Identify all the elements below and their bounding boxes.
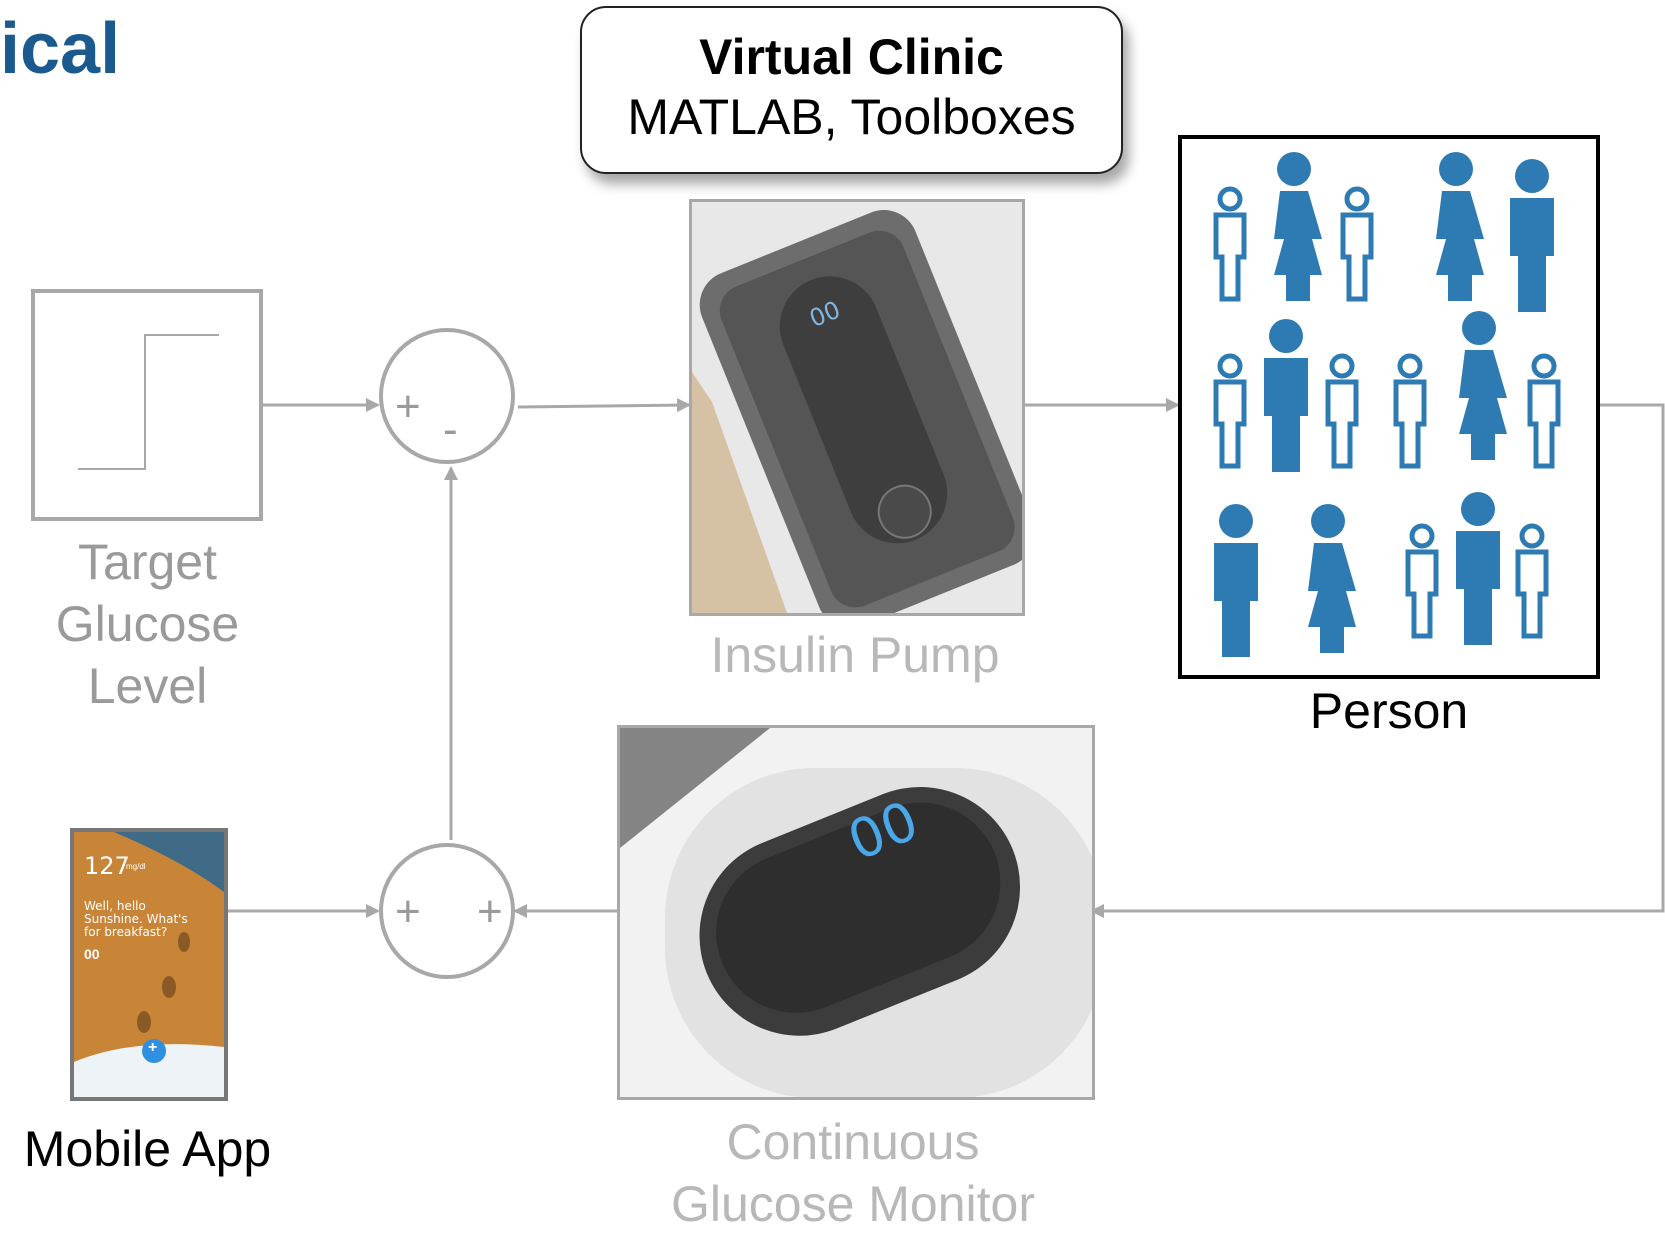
sum-bottom-plus-right: +: [477, 887, 503, 936]
person-label: Person: [1309, 683, 1469, 739]
sum-bottom-plus-left: +: [395, 887, 421, 936]
sum-top-plus: +: [395, 382, 421, 431]
phone-logo: 00: [84, 946, 100, 962]
people-icons: [1182, 152, 1596, 657]
cgm-image: 00: [617, 725, 1095, 1100]
insulin-pump-label: Insulin Pump: [710, 627, 1000, 683]
phone-greeting-line3: for breakfast?: [84, 925, 168, 939]
slide-title: ical: [0, 9, 121, 89]
arrow-sum-to-pump: [517, 398, 691, 413]
phone-greeting-line2: Sunshine. What's: [84, 912, 188, 926]
sum-junction-top: [379, 328, 515, 464]
target-label-line2: Glucose: [55, 596, 240, 652]
phone-screen: [74, 832, 224, 1097]
target-label: Target Glucose Level: [20, 531, 275, 717]
sum-top-minus: -: [443, 405, 458, 454]
target-block: [31, 289, 263, 521]
arrow-person-to-cgm: [1090, 403, 1665, 918]
cgm-label: Continuous Glucose Monitor: [600, 1111, 1106, 1235]
cgm-label-line2: Glucose Monitor: [670, 1176, 1036, 1232]
phone-greeting: Well, hello Sunshine. What's for breakfa…: [84, 900, 188, 939]
cgm-graphic: 00: [620, 728, 1092, 1097]
mobile-app-screenshot: 127 mg/dl Well, hello Sunshine. What's f…: [70, 828, 228, 1101]
phone-greeting-line1: Well, hello: [84, 899, 146, 913]
virtual-clinic-callout: Virtual Clinic MATLAB, Toolboxes: [580, 6, 1123, 174]
virtual-clinic-title: Virtual Clinic: [699, 29, 1004, 85]
target-label-line3: Level: [87, 658, 208, 714]
phone-add-button[interactable]: +: [148, 1039, 158, 1056]
virtual-clinic-subtitle: MATLAB, Toolboxes: [627, 89, 1076, 145]
insulin-pump-graphic: 00: [692, 202, 1022, 613]
sum-junction-bottom: [379, 843, 515, 979]
step-signal: [78, 334, 219, 470]
person-population-box: [1178, 135, 1600, 679]
mobile-app-label: Mobile App: [23, 1121, 272, 1177]
target-label-line1: Target: [78, 534, 217, 590]
insulin-pump-image: 00: [689, 199, 1025, 616]
phone-unit: mg/dl: [126, 862, 146, 871]
phone-reading: 127: [84, 852, 130, 880]
cgm-label-line1: Continuous: [726, 1114, 980, 1170]
